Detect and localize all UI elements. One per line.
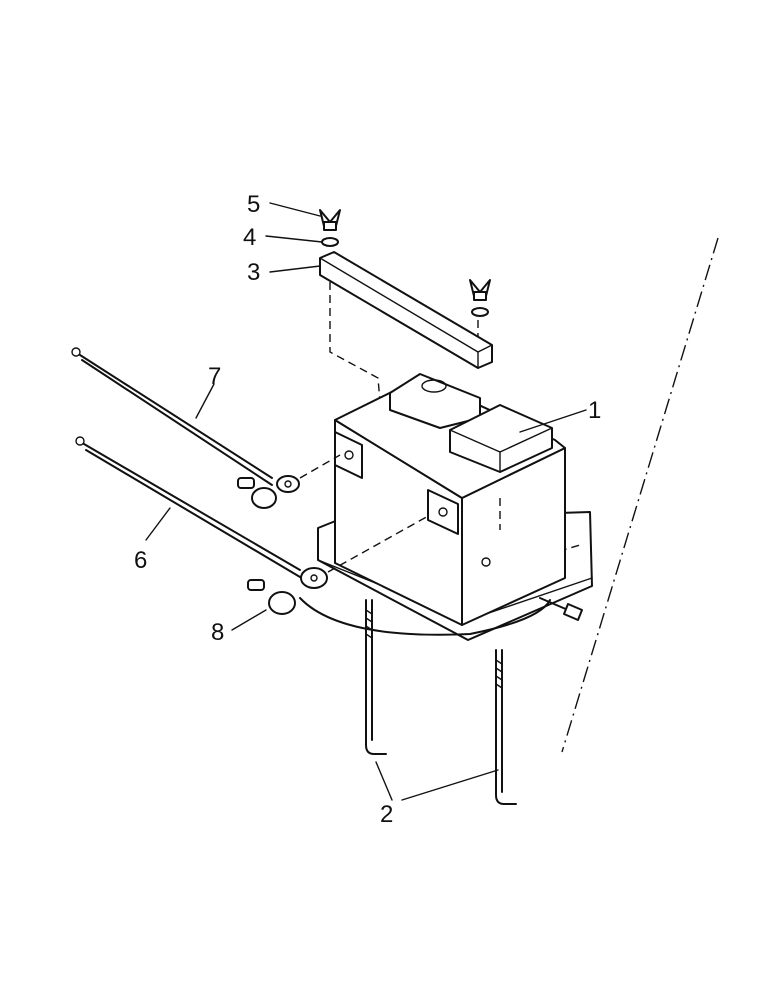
terminal-boot-upper [237,477,277,509]
callout-1: 1 [588,397,601,424]
leader-7 [195,383,215,419]
leader-2b [401,769,499,801]
battery [334,373,566,626]
leader-4 [265,235,323,243]
leader-6 [145,507,171,541]
wing-nut-right [469,279,491,301]
callout-3: 3 [247,259,260,286]
leader-3 [269,265,321,273]
leader-5 [269,202,321,217]
leader-1 [519,409,587,433]
j-bolt-left [365,599,387,755]
washer-right [471,307,489,317]
battery-cable-upper [71,347,341,493]
ground-strap [299,597,551,636]
callout-4: 4 [243,224,256,251]
battery-cable-lower [75,436,431,589]
reference-centerline [561,237,719,753]
leader-2a [375,761,393,801]
terminal-boot-lower [247,579,296,615]
j-bolt-right [495,649,517,805]
wing-nut-left [319,209,341,231]
callout-8: 8 [211,619,224,646]
leader-8 [231,609,267,631]
washer-left [321,237,339,247]
tray-bolt [539,597,583,621]
callout-6: 6 [134,547,147,574]
assembly-line-bar [329,282,381,403]
callout-5: 5 [247,191,260,218]
callout-7: 7 [208,363,221,390]
callout-2: 2 [380,801,393,828]
hold-down-bar [319,251,493,369]
